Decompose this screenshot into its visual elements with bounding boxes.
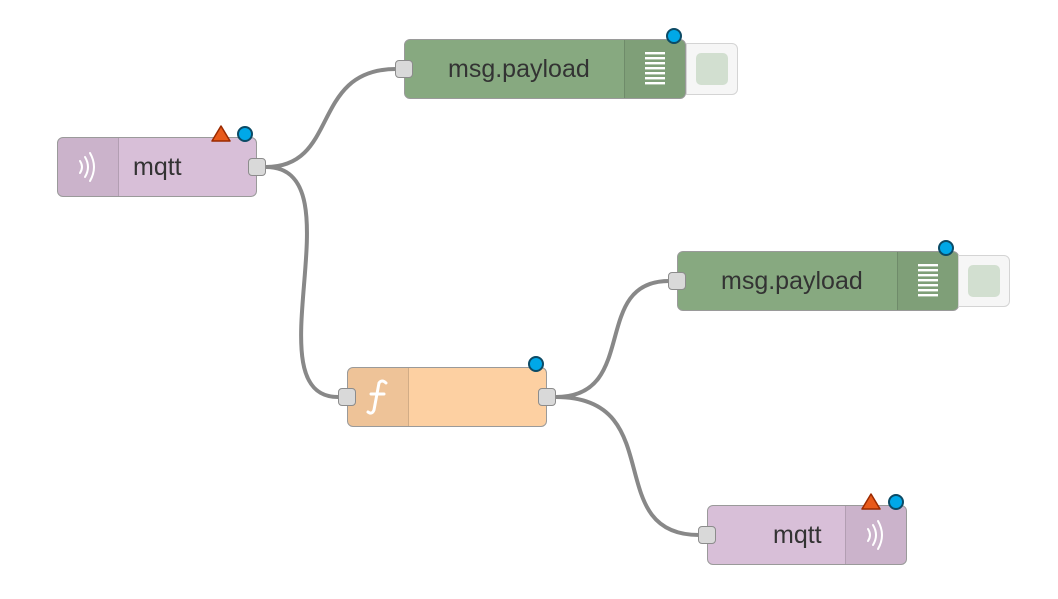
warning-icon (211, 125, 231, 142)
mqtt-in-output-port[interactable] (248, 158, 266, 176)
wire-function-to-mqtt-out[interactable] (555, 395, 700, 537)
wire-mqtt-to-debug-top[interactable] (265, 67, 397, 169)
debug-bottom-node[interactable]: msg.payload (668, 251, 959, 311)
status-dot-icon (528, 356, 544, 372)
function-output-port[interactable] (538, 388, 556, 406)
debug-bottom-input-port[interactable] (668, 272, 686, 290)
status-dot-icon (237, 126, 253, 142)
status-dot-icon (938, 240, 954, 256)
debug-list-icon (645, 52, 665, 85)
bridge-icon (867, 520, 883, 550)
function-icon-area (348, 368, 409, 426)
debug-top-toggle-button[interactable] (686, 43, 738, 95)
debug-top-toggle-indicator (696, 53, 728, 85)
warning-icon (861, 493, 881, 510)
wire-mqtt-to-function[interactable] (265, 165, 339, 399)
function-input-port[interactable] (338, 388, 356, 406)
function-node[interactable] (338, 367, 556, 427)
function-icon (366, 379, 388, 415)
wire-function-to-debug-bottom[interactable] (555, 279, 670, 399)
status-dot-icon (888, 494, 904, 510)
mqtt-out-input-port[interactable] (698, 526, 716, 544)
debug-top-label: msg.payload (448, 54, 590, 83)
mqtt-in-label: mqtt (133, 152, 182, 181)
debug-bottom-toggle-button[interactable] (958, 255, 1010, 307)
debug-top-input-port[interactable] (395, 60, 413, 78)
mqtt-in-node[interactable]: mqtt (57, 137, 266, 197)
mqtt-in-icon-area (58, 138, 119, 196)
mqtt-out-node[interactable]: mqtt (698, 505, 907, 565)
debug-bottom-toggle-indicator (968, 265, 1000, 297)
debug-bottom-label: msg.payload (721, 266, 863, 295)
debug-top-node[interactable]: msg.payload (395, 39, 686, 99)
bridge-icon (79, 152, 95, 182)
debug-list-icon (918, 264, 938, 297)
debug-bottom-icon-area (897, 252, 958, 310)
debug-top-icon-area (624, 40, 685, 98)
status-dot-icon (666, 28, 682, 44)
mqtt-out-label: mqtt (773, 520, 822, 549)
mqtt-out-icon-area (845, 506, 906, 564)
